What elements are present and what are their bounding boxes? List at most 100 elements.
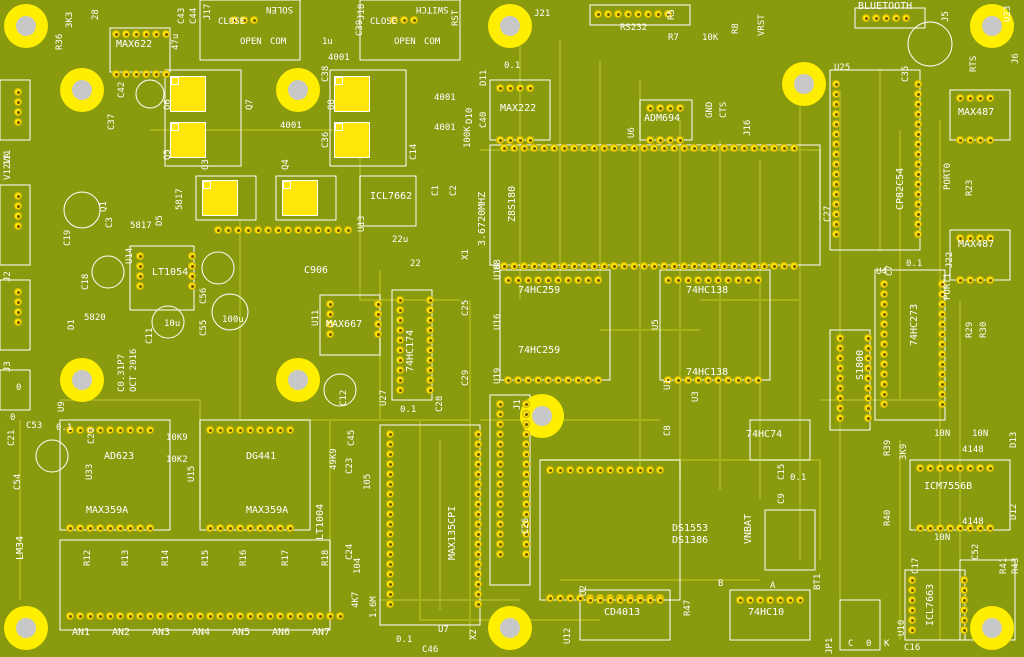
pad (580, 262, 588, 270)
pad (960, 616, 968, 624)
pad (630, 144, 638, 152)
pad (908, 606, 916, 614)
pad (790, 262, 798, 270)
pad (660, 144, 668, 152)
ref-c27: C27 (823, 205, 833, 222)
pad (550, 262, 558, 270)
connector-label-an2: AN2 (112, 627, 131, 638)
ref-u33: U33 (85, 463, 95, 480)
pad (938, 370, 946, 378)
pad (126, 426, 134, 434)
ref-c7: C7 (885, 265, 895, 276)
pad (914, 140, 922, 148)
pad (510, 262, 518, 270)
pad (580, 144, 588, 152)
label-zero-b: 0 (866, 639, 872, 649)
label-104: 104 (353, 557, 363, 574)
pad (540, 144, 548, 152)
pad (236, 612, 244, 620)
ref-j2: J2 (3, 271, 13, 282)
pad (496, 520, 504, 528)
pad (590, 262, 598, 270)
ref-j16: J16 (743, 119, 753, 136)
mounting-hole (782, 62, 826, 106)
chip-label-lm34: LM34 (15, 535, 26, 560)
pad (734, 276, 742, 284)
pad (914, 160, 922, 168)
pad (496, 450, 504, 458)
pad (596, 596, 604, 604)
pad (152, 70, 160, 78)
pad (514, 376, 522, 384)
pad (474, 520, 482, 528)
pad (474, 450, 482, 458)
pad (586, 466, 594, 474)
pad (496, 530, 504, 538)
ref-u15: U15 (187, 465, 197, 482)
ref-q5: Q5 (163, 149, 173, 160)
ref-u23: U23 (1003, 5, 1013, 22)
pad (832, 140, 840, 148)
pad (966, 524, 974, 532)
pad (386, 500, 394, 508)
ref-q6: Q6 (163, 99, 173, 110)
pad (684, 376, 692, 384)
ref-c38: C38 (321, 65, 331, 82)
pad (540, 262, 548, 270)
pad (556, 594, 564, 602)
pad (610, 262, 618, 270)
pad (882, 14, 890, 22)
pad (730, 144, 738, 152)
pad (126, 612, 134, 620)
pad (938, 400, 946, 408)
pad (676, 104, 684, 112)
ref-u14: U14 (125, 247, 135, 264)
pad (674, 376, 682, 384)
pad (386, 570, 394, 578)
pad (740, 262, 748, 270)
connector-label-an7: AN7 (312, 627, 331, 638)
pad (396, 376, 404, 384)
pad (386, 510, 394, 518)
pad (522, 550, 530, 558)
ref-q8: Q8 (327, 99, 337, 110)
pad (832, 170, 840, 178)
pad (916, 464, 924, 472)
pad (594, 10, 602, 18)
pad (908, 616, 916, 624)
pad (880, 320, 888, 328)
diode-label-5820: 5820 (84, 313, 106, 323)
pad (564, 276, 572, 284)
ref-u16: U16 (493, 313, 503, 330)
pad (522, 440, 530, 448)
pad (570, 144, 578, 152)
diode-label-10n-a: 10N (934, 429, 951, 439)
pad (14, 118, 22, 126)
pad (496, 540, 504, 548)
pad (656, 596, 664, 604)
pad (400, 16, 408, 24)
transistor-q7 (170, 76, 206, 112)
pad (666, 136, 674, 144)
label-b: B (718, 579, 724, 589)
diode-label-10n-c: 10N (934, 533, 951, 543)
pad (880, 330, 888, 338)
resistor-label-10k9: 10K9 (166, 433, 188, 443)
pad (908, 626, 916, 634)
pad (314, 226, 322, 234)
chip-label-max667: MAX667 (326, 319, 363, 330)
pad (914, 230, 922, 238)
pad (206, 524, 214, 532)
pad (14, 98, 22, 106)
pad (902, 14, 910, 22)
pad (136, 612, 144, 620)
pad (136, 252, 144, 260)
pad (188, 272, 196, 280)
pad (864, 404, 872, 412)
ref-j6: J6 (1011, 53, 1021, 64)
pad (86, 426, 94, 434)
ref-c8: C8 (663, 425, 673, 436)
chip-label-74hc174: 74HC174 (405, 329, 416, 372)
ref-j1: J1 (513, 399, 523, 410)
label-zero-a: 0 (16, 383, 22, 393)
